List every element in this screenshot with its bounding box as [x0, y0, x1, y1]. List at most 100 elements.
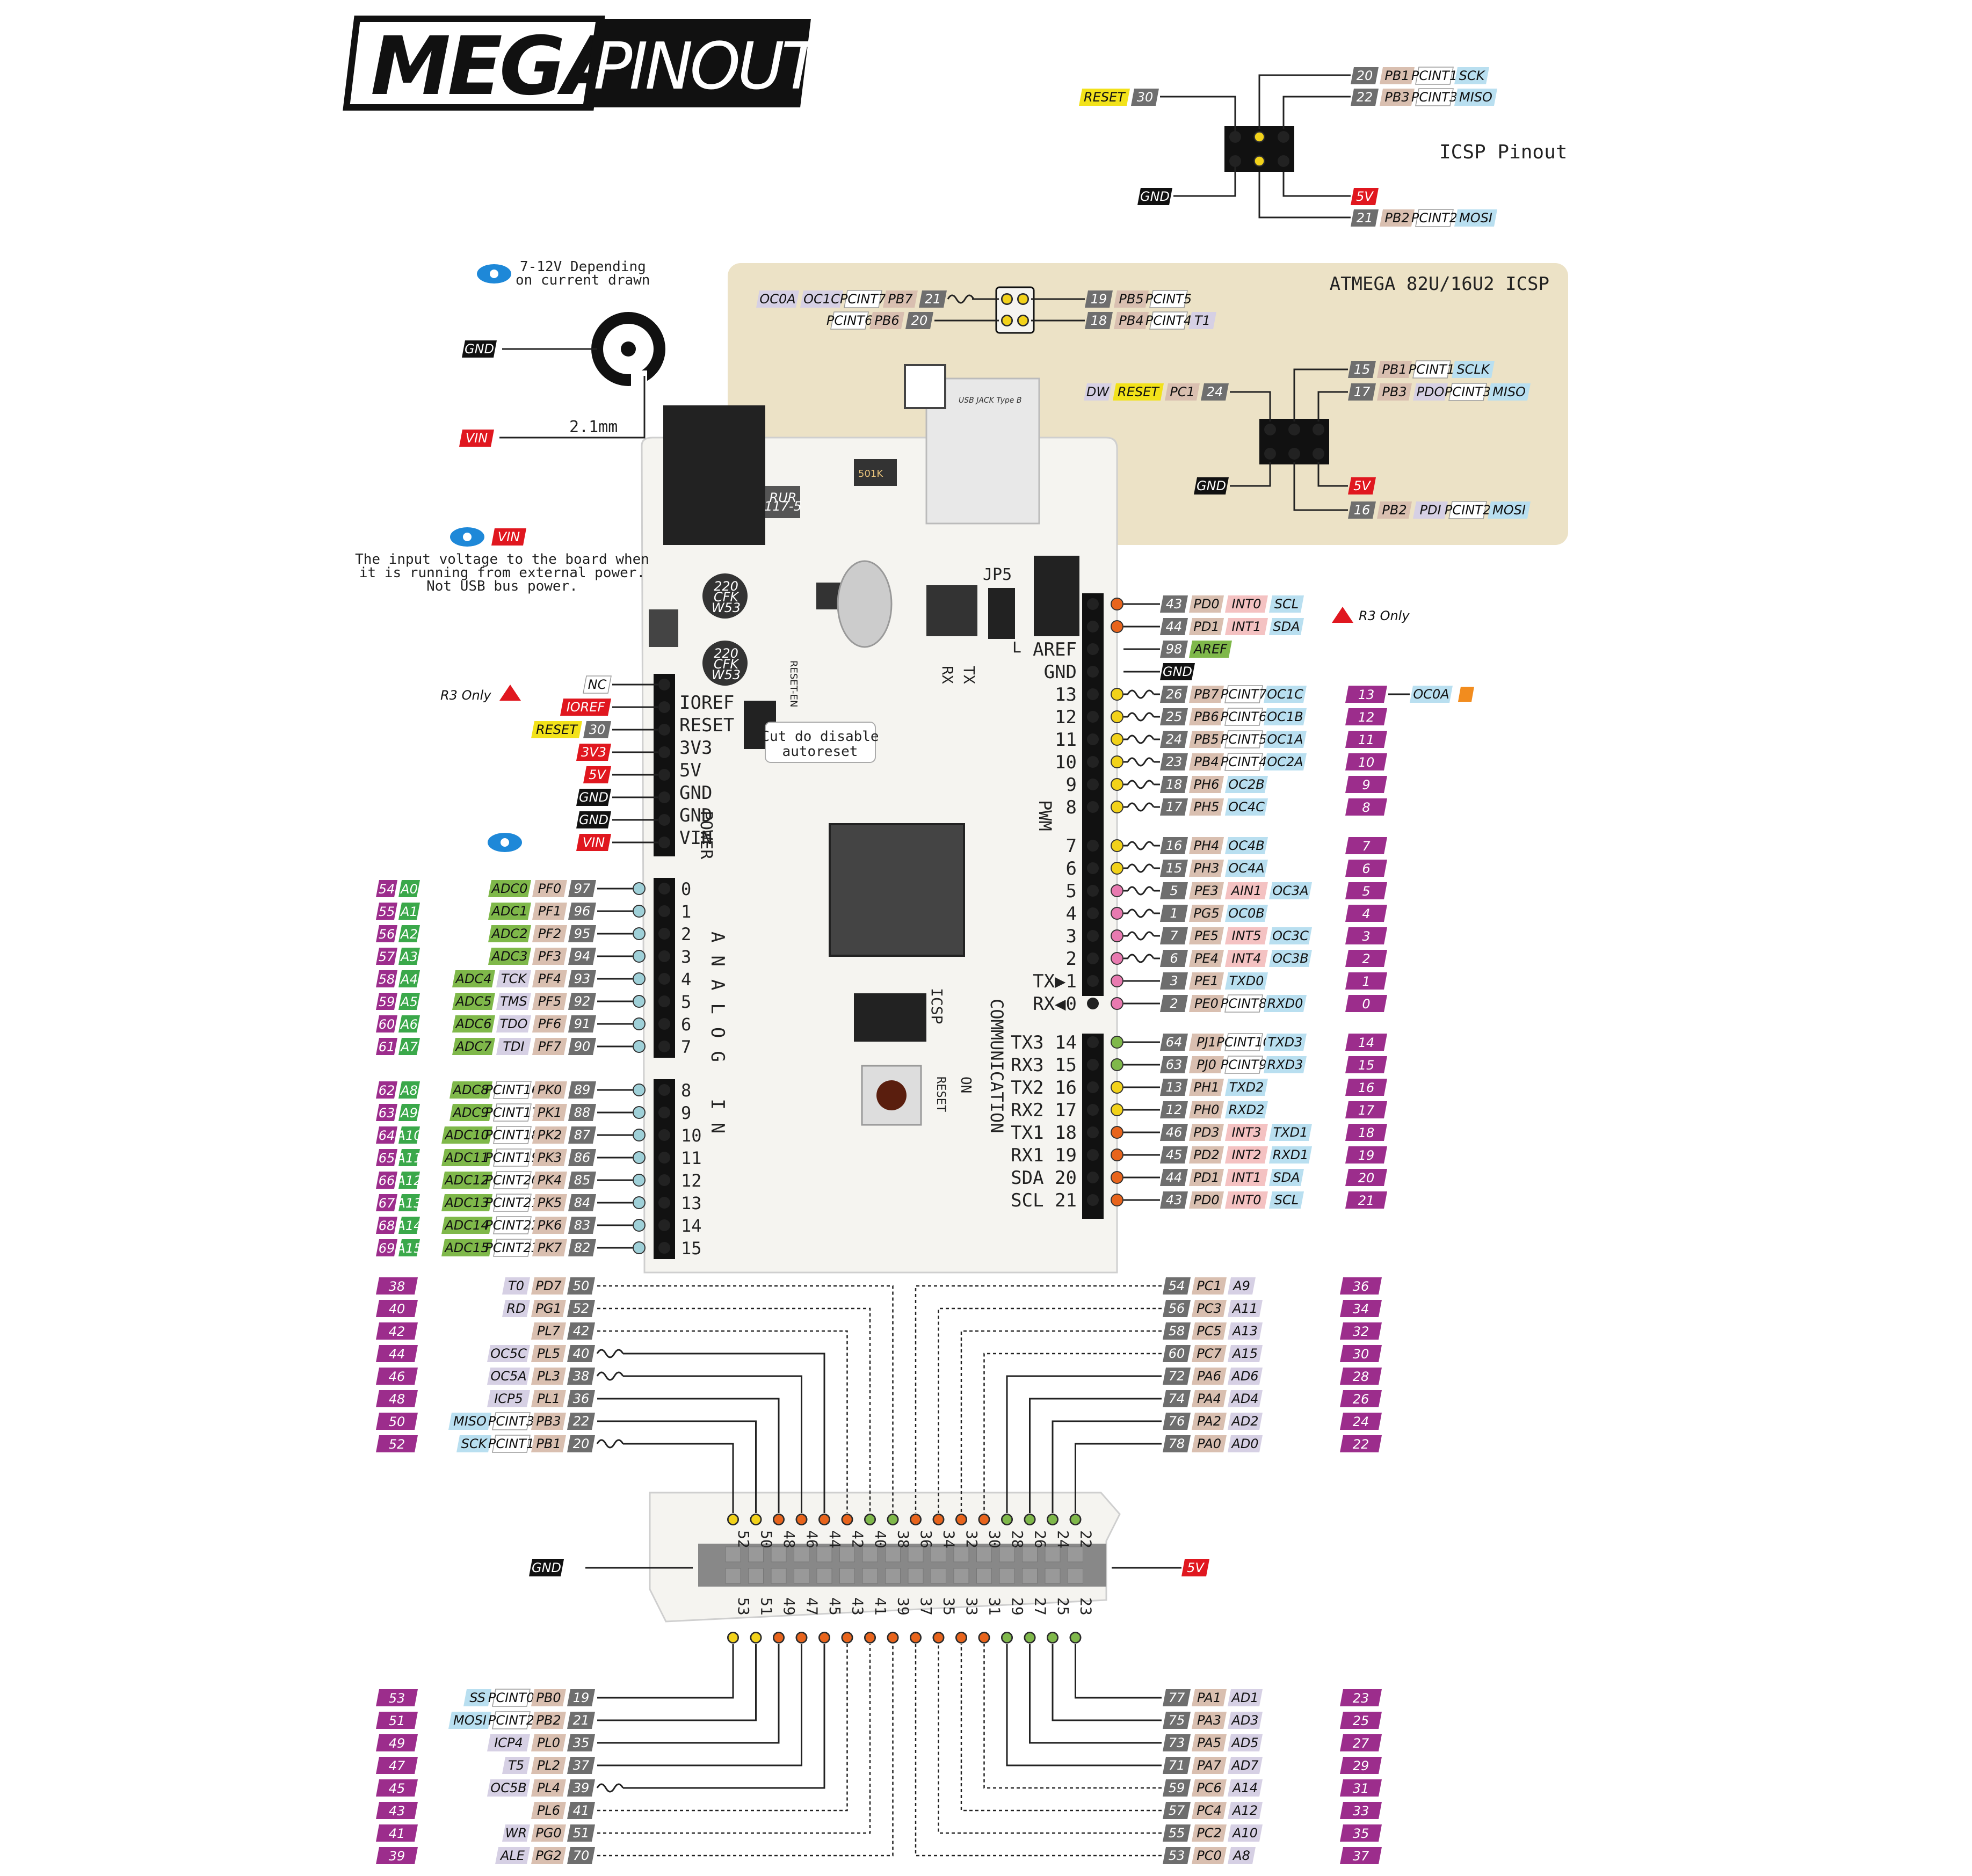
dh-bottom-dot-7: [887, 1632, 898, 1643]
dh-br-2-tag-1: PA5: [1197, 1735, 1221, 1750]
jp-pb4-tag-0-bg: [1085, 312, 1113, 329]
digital-pin-11-tag-0: 15: [1166, 861, 1183, 876]
dh-bottom-num-13: 27: [1032, 1597, 1049, 1616]
reset-button-cap[interactable]: [876, 1080, 907, 1110]
digital-pin-16-tag-0-bg: [1160, 972, 1188, 990]
analog-ard-a-bg-10: [398, 1126, 420, 1144]
digital-pin-17-tag-1-bg: [1189, 995, 1224, 1012]
dh-pin-0-4: [816, 1546, 832, 1562]
analog-pin-9-tag-3: 88: [574, 1105, 591, 1120]
digital-ard-20-bg: [1345, 1079, 1387, 1096]
dh-bl-ard-2-bg: [376, 1734, 418, 1751]
dh-bl-7-tag-1-bg: [531, 1847, 566, 1864]
power-pin-3-tag-0-bg: [576, 744, 611, 761]
power-r3-note: R3 Only: [440, 688, 491, 703]
analog-pin-6-tag-0: ADC6: [455, 1016, 492, 1031]
analog-ard-num-2: 56: [379, 927, 395, 942]
digital-pin-19-tag-0: 63: [1166, 1057, 1183, 1072]
icsp-mosi-tag-3: MOSI: [1459, 210, 1492, 226]
analog-pad-14-pad: [658, 1219, 670, 1231]
atmega-sclk-tag-1: PB1: [1382, 362, 1407, 377]
digital-pin-14-tag-3-bg: [1269, 927, 1312, 944]
dh-tl-6-tag-2: PB3: [536, 1414, 561, 1429]
analog-ard-num-11: 65: [379, 1151, 395, 1166]
reset-en-label: RESET-EN: [788, 660, 799, 707]
dh-br-5-tag-0-bg: [1163, 1802, 1191, 1819]
analog-pin-11-tag-0-bg: [441, 1149, 492, 1166]
dh-top-dot-13: [1024, 1514, 1035, 1525]
dh-tl-2-tag-0: PL7: [537, 1324, 561, 1339]
digital-pin-13-tag-1-bg: [1189, 905, 1224, 922]
icsp-sck-tag-2-bg: [1415, 67, 1454, 85]
analog-ard-a-14: A14: [396, 1218, 422, 1233]
digital-pin-17-tag-3-bg: [1264, 995, 1307, 1012]
analog-ard-a-15: A15: [396, 1241, 422, 1256]
dh-tr-2-tag-2: A13: [1231, 1324, 1258, 1339]
power-pin-5-tag-0-bg: [576, 789, 611, 806]
analog-pad-11-pad: [658, 1152, 670, 1164]
digital-pin-15-tag-2-bg: [1225, 950, 1268, 967]
dh-tl-4-tag-0-bg: [487, 1368, 530, 1385]
digital-pad-0-pad: [1087, 598, 1099, 610]
power-board-label-2: 3V3: [679, 737, 712, 759]
digital-pin-8-tag-2: OC2B: [1228, 777, 1264, 792]
vin-note-line-1: it is running from external power.: [359, 565, 645, 581]
digital-squiggle-13: [1127, 908, 1155, 918]
dh-br-6-tag-1-bg: [1192, 1824, 1227, 1842]
jp-pb6-tag-0: PCINT6: [827, 313, 873, 328]
dh-br-7-tag-0: 53: [1169, 1848, 1185, 1863]
atmega-sclk-tag-3-bg: [1452, 361, 1495, 378]
jp-pb6-tag-0-bg: [830, 311, 869, 330]
dh-tl-5-tag-0: ICP5: [494, 1391, 523, 1406]
dh-br-3-tag-0: 71: [1169, 1758, 1185, 1773]
analog-pin-12-tag-1: PCINT20: [485, 1173, 539, 1188]
digital-board-label-22: TX1 18: [1011, 1122, 1077, 1144]
dh-br-1-tag-2-bg: [1228, 1712, 1263, 1729]
digital-header-a: [1082, 593, 1104, 996]
digital-pin-24-tag-1: PD1: [1193, 1170, 1219, 1185]
dh-pin-0-6: [862, 1546, 878, 1562]
digital-pin-22-tag-0: 46: [1166, 1125, 1183, 1140]
icsp-sck-tag-1-bg: [1380, 67, 1415, 84]
dh-tl-7-tag-3-bg: [567, 1435, 595, 1452]
jp-pb5-tag-2-bg: [1149, 290, 1188, 308]
atmega-mosi-line: [1293, 462, 1348, 511]
dh-top-num-4: 44: [826, 1530, 844, 1548]
digital-ard-9-bg: [1345, 798, 1387, 816]
atmega-mosi-tag-0: 16: [1354, 503, 1371, 518]
analog-pin-13-tag-0-bg: [441, 1194, 492, 1211]
dh-bl-ard-1-bg: [376, 1712, 418, 1729]
power-pin-6-tag-0-bg: [576, 811, 611, 828]
digital-pad-3-pad: [1087, 666, 1099, 678]
dh-tl-line-7: [623, 1443, 734, 1513]
dh-bottom-dot-13: [1024, 1632, 1035, 1643]
dh-tl-ard-3-bg: [376, 1345, 418, 1362]
digital-pin-15-tag-3-bg: [1269, 950, 1312, 967]
power-pin-1-tag-0-bg: [560, 699, 611, 716]
digital-board-label-21: RX2 17: [1011, 1100, 1077, 1121]
jp5-header: [988, 588, 1015, 639]
analog-board-num-11: 11: [681, 1148, 702, 1168]
power-board-label-3: 5V: [679, 760, 701, 781]
digital-board-label-2: AREF: [1033, 639, 1077, 660]
analog-board-num-14: 14: [681, 1216, 702, 1236]
digital-pin-18-tag-1: PJ1: [1197, 1035, 1216, 1050]
dh-br-ard-0: 23: [1353, 1691, 1369, 1706]
dh-bl-1-tag-2-bg: [531, 1712, 566, 1729]
dh-tl-ard-4: 46: [389, 1369, 405, 1384]
jp-pb7-tag-4: 21: [925, 292, 941, 307]
dh-br-4-tag-2: A14: [1231, 1780, 1258, 1795]
dh-br-2-tag-1-bg: [1192, 1734, 1227, 1751]
digital-ard-17: 0: [1362, 997, 1370, 1012]
analog-ard-a-bg-1: [398, 903, 420, 920]
analog-pin-7-tag-3-bg: [568, 1038, 596, 1055]
dh-top-dot-3: [796, 1514, 807, 1525]
atmega-icsp-pin-1-pad: [1288, 424, 1300, 435]
analog-pin-5-tag-2-bg: [532, 993, 567, 1010]
digital-pin-14-tag-0-bg: [1160, 927, 1188, 944]
digital-board-label-4: 13: [1055, 684, 1077, 706]
vin-note-tag: VIN: [498, 529, 520, 544]
analog-pin-3-tag-0-bg: [488, 948, 531, 965]
analog-pin-7-tag-0: ADC7: [455, 1039, 492, 1054]
cap1-label-2: W53: [712, 600, 741, 615]
